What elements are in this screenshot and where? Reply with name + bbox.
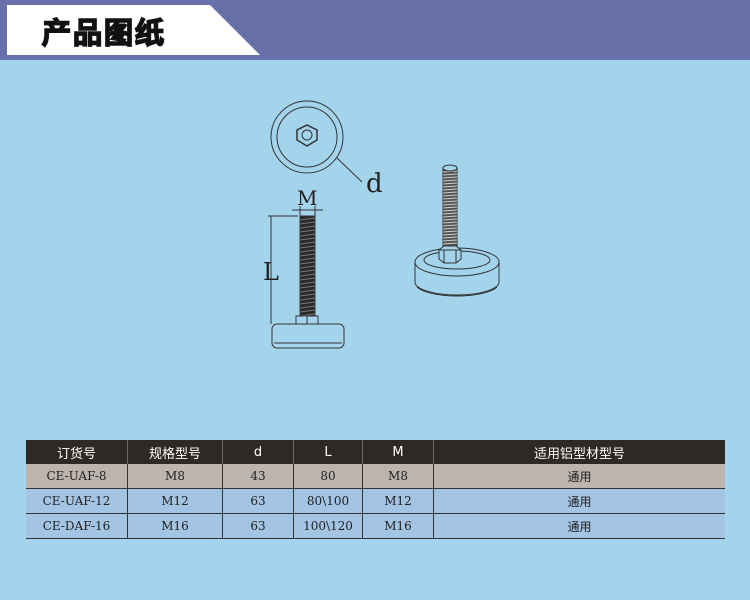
table-cell: CE-UAF-8 <box>26 464 128 489</box>
table-cell: 80 <box>293 464 363 489</box>
col-profile: 适用铝型材型号 <box>433 440 725 464</box>
header-tab <box>7 5 260 55</box>
table-cell: M16 <box>127 513 223 539</box>
col-l: L <box>293 440 363 464</box>
table-cell: 80\100 <box>293 488 363 514</box>
table-cell: 通用 <box>433 464 725 489</box>
table-header-row: 订货号 规格型号 d L M 适用铝型材型号 <box>26 440 725 464</box>
col-d: d <box>222 440 294 464</box>
col-order-no: 订货号 <box>26 440 128 464</box>
table-cell: 63 <box>222 488 294 514</box>
perspective-view <box>414 164 500 297</box>
table-cell: 43 <box>222 464 294 489</box>
table-cell: 63 <box>222 513 294 539</box>
table-cell: 通用 <box>433 513 725 539</box>
table-cell: CE-UAF-12 <box>26 488 128 514</box>
label-d: d <box>366 169 383 199</box>
table-cell: M16 <box>362 513 434 539</box>
col-m: M <box>362 440 434 464</box>
table-cell: M12 <box>127 488 223 514</box>
table-cell: 100\120 <box>293 513 363 539</box>
table-cell: M12 <box>362 488 434 514</box>
table-cell: 通用 <box>433 488 725 514</box>
col-model: 规格型号 <box>127 440 223 464</box>
table-cell: CE-DAF-16 <box>26 513 128 539</box>
top-view: d <box>270 100 383 199</box>
table-cell: M8 <box>362 464 434 489</box>
page-title: 产品图纸 <box>41 15 167 51</box>
label-l: L <box>263 258 279 286</box>
label-m: M <box>297 186 317 210</box>
table-cell: M8 <box>127 464 223 489</box>
side-view: M L <box>263 186 345 349</box>
